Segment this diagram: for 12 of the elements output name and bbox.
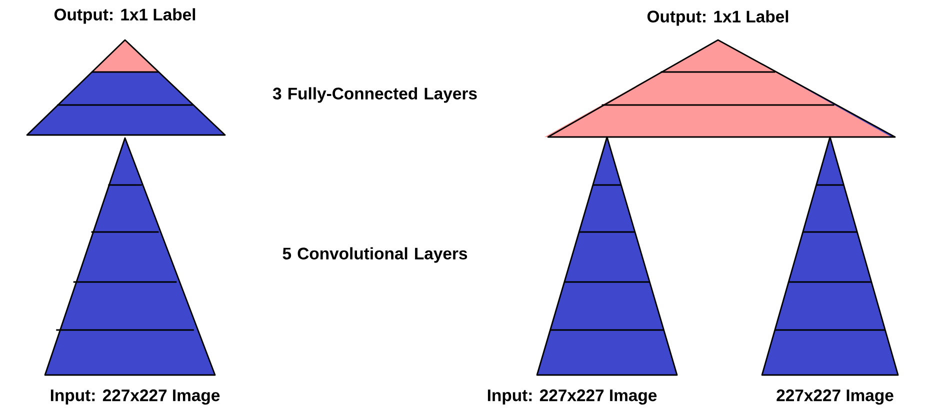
triangle-drawing (26, 39, 226, 136)
triangle-drawing (44, 137, 216, 376)
layer-label: 3 Fully-Connected Layers (272, 87, 477, 103)
node-label: Output: 1x1 Label (647, 10, 788, 26)
triangle-drawing (761, 136, 899, 376)
triangle-drawing (536, 136, 678, 376)
layer-label: 5 Convolutional Layers (282, 247, 468, 263)
node-label: 227x227 Image (776, 389, 894, 405)
node-label: Output: 1x1 Label (54, 8, 196, 24)
node-label: Input: 227x227 Image (488, 389, 657, 405)
triangle-drawing (544, 39, 896, 138)
node-label: Input: 227x227 Image (50, 389, 220, 405)
